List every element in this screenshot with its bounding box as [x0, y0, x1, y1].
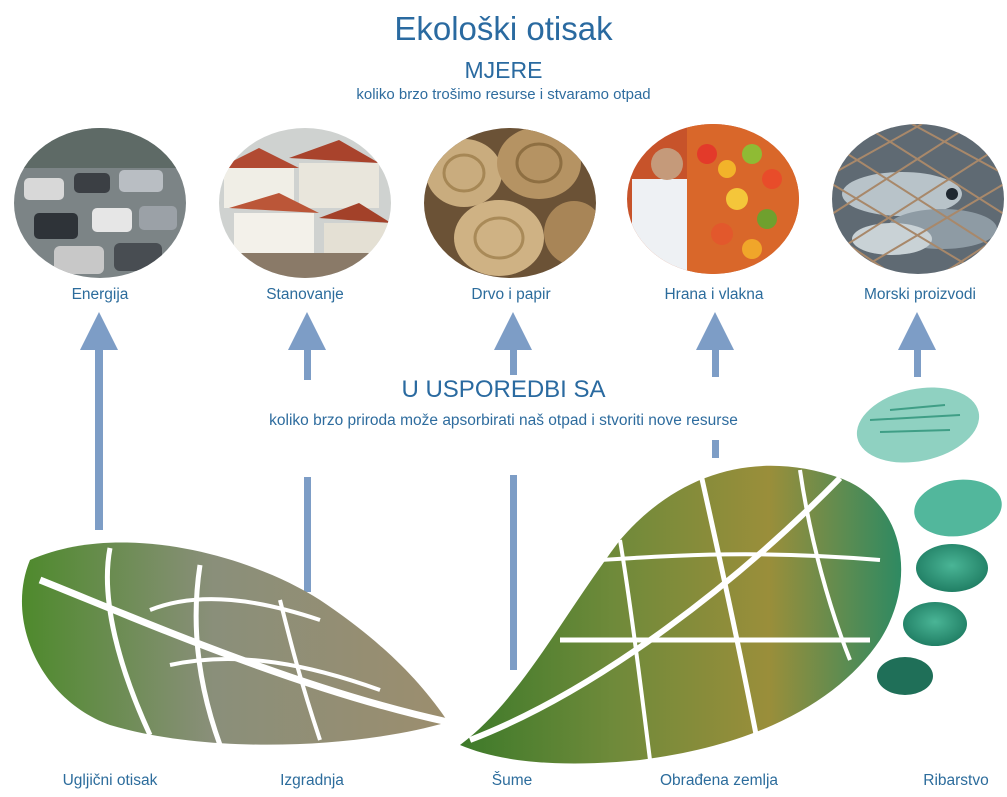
measures-heading: MJERE — [464, 57, 543, 83]
capacity-label-sume: Šume — [491, 772, 533, 789]
footprint-shape — [460, 387, 1002, 764]
comparison-heading: U USPOREDBI SA — [401, 376, 606, 403]
resource-label-hrana: Hrana i vlakna — [664, 286, 764, 303]
leaf-shape — [21, 542, 449, 746]
capacity-label-obradena: Obrađena zemlja — [659, 772, 779, 789]
measures-caption: koliko brzo trošimo resurse i stvaramo o… — [356, 86, 651, 103]
arrow-hrana — [696, 312, 734, 458]
food-market-photo — [627, 124, 799, 274]
fish-net-photo — [832, 124, 1004, 274]
arrow-drvo — [494, 312, 532, 670]
arrow-stanovanje — [288, 312, 326, 592]
cut-logs-photo — [424, 128, 596, 278]
arrow-morski — [898, 312, 936, 377]
town-rooftops-photo — [219, 128, 391, 278]
capacity-label-izgradnja: Izgradnja — [280, 772, 344, 789]
arrow-energija — [80, 312, 118, 530]
traffic-jam-photo — [14, 128, 186, 278]
capacity-label-ugljicni: Ugljični otisak — [62, 772, 158, 789]
capacity-label-ribarstvo: Ribarstvo — [923, 772, 989, 789]
resource-label-energija: Energija — [71, 286, 129, 303]
diagram-title: Ekološki otisak — [394, 10, 613, 47]
resource-label-stanovanje: Stanovanje — [266, 286, 344, 303]
resource-label-morski: Morski proizvodi — [864, 286, 976, 303]
comparison-caption: koliko brzo priroda može apsorbirati naš… — [269, 412, 738, 429]
resource-label-drvo: Drvo i papir — [471, 286, 551, 303]
